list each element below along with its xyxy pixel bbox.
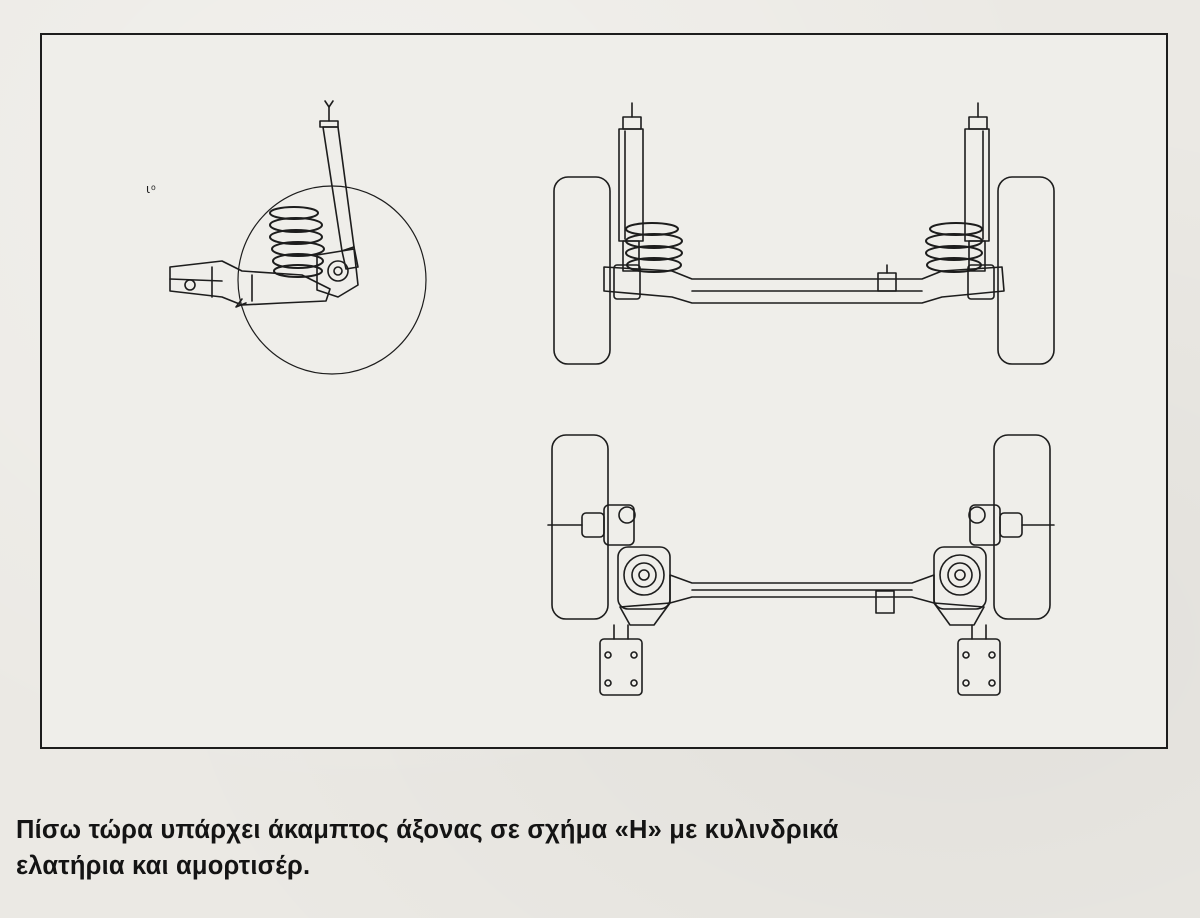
suspension-diagram: ι ͦ (146, 100, 1055, 696)
svg-text:ι ͦ: ι ͦ (146, 182, 155, 196)
caption-line-1: Πίσω τώρα υπάρχει άκαμπτος άξονας σε σχή… (16, 816, 839, 844)
coil-spring-side (269, 206, 325, 278)
axle-beam-rear-view (603, 264, 1005, 304)
rear-view (553, 102, 1055, 365)
hub-left-top-view (547, 504, 636, 546)
side-view: ι ͦ (146, 100, 427, 375)
wheel-left-rear-view (553, 176, 611, 365)
wheel-left-top-view (551, 434, 609, 620)
figure-caption: Πίσω τώρα υπάρχει άκαμπτος άξονας σε σχή… (16, 812, 1116, 884)
shock-absorber-side (319, 100, 359, 270)
spring-seat-left-top-view (617, 546, 671, 610)
caption-line-2: ελατήρια και αμορτισέρ. (16, 852, 311, 880)
shock-right-rear-view (964, 102, 990, 272)
hub-bracket-side (316, 248, 359, 298)
cross-beam-top-view (619, 574, 985, 626)
wheel-right-rear-view (997, 176, 1055, 365)
trailing-arm-side (169, 260, 331, 308)
hub-right-top-view (968, 504, 1055, 546)
mount-right-top-view (957, 624, 1001, 696)
shock-left-rear-view (618, 102, 644, 272)
mount-left-top-view (599, 624, 643, 696)
spring-seat-right-top-view (933, 546, 987, 610)
top-view (547, 434, 1055, 696)
detail-circle (237, 185, 427, 375)
wheel-right-top-view (993, 434, 1051, 620)
figure-frame: ι ͦ (40, 33, 1168, 749)
